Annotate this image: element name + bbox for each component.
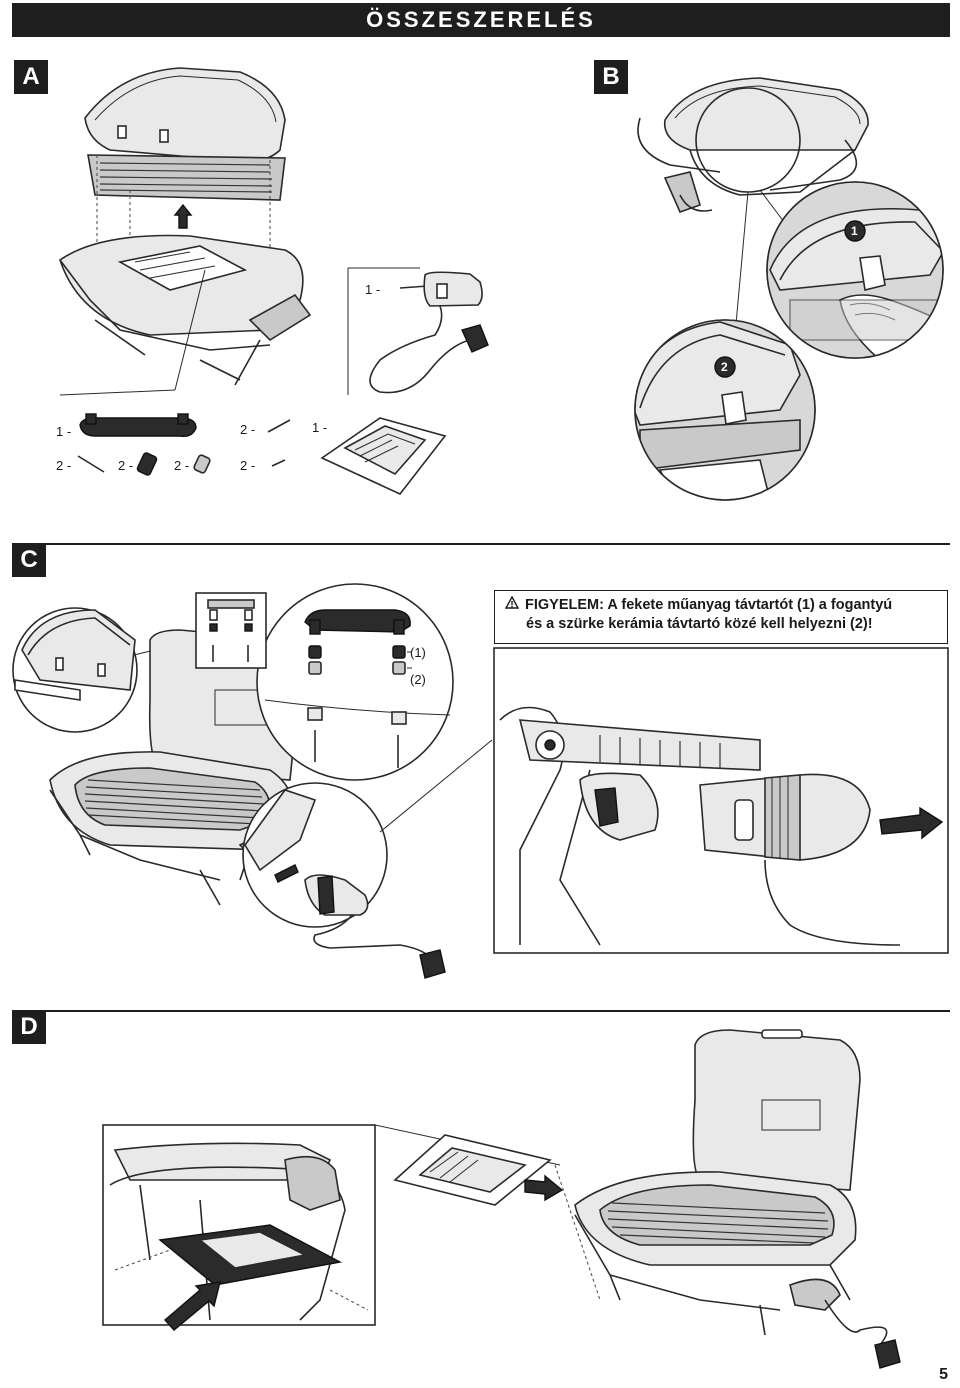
spacer-grey-qty-label: 2 - <box>174 458 190 473</box>
section-a-label: A <box>14 60 48 94</box>
page-title: ÖSSZESZERELÉS <box>12 3 950 37</box>
step-1-number: 1 <box>851 224 858 238</box>
assembled-grill-open-lid <box>554 1029 901 1369</box>
motor-qty-label: 1 - <box>365 282 381 297</box>
warning-text-line-2: és a szürke kerámia távtartó közé kell h… <box>526 616 873 632</box>
detail-step-2-circle <box>634 319 816 501</box>
bolt-qty-label: 2 - <box>56 458 72 473</box>
section-d-rule <box>12 1010 950 1012</box>
step-2-number: 2 <box>721 360 728 374</box>
warning-note: FIGYELEM: A fekete műanyag távtartót (1)… <box>494 590 948 644</box>
screw-qty-label: 2 - <box>240 422 256 437</box>
drip-tray-under-grill-box <box>102 1124 561 1331</box>
lid-handle-detail-circle <box>12 607 196 733</box>
section-c-label: C <box>12 543 46 577</box>
grill-motor-with-cord <box>369 271 489 394</box>
detail-step-1-circle <box>766 181 944 359</box>
warning-text-line-1: FIGYELEM: A fekete műanyag távtartót (1)… <box>525 597 893 613</box>
section-b-label: B <box>594 60 628 94</box>
page-number: 5 <box>939 1366 948 1383</box>
hardware-detail-box <box>195 592 267 669</box>
exploded-grill-diagram <box>59 67 420 396</box>
spacer-black-qty-label: 2 - <box>118 458 134 473</box>
section-c-rule <box>12 543 950 545</box>
handle-exploded-circle <box>256 583 454 781</box>
callout-grey-spacer: (2) <box>410 672 426 687</box>
warning-triangle-icon <box>504 595 521 615</box>
callout-black-spacer: (1) <box>410 645 426 660</box>
washer-qty-label: 2 - <box>240 458 256 473</box>
section-d-label: D <box>12 1010 46 1044</box>
drip-tray-qty-label: 1 - <box>312 420 328 435</box>
drip-tray-package-d <box>393 1134 564 1206</box>
grill-closed-lid-view <box>637 77 869 336</box>
handle-qty-label: 1 - <box>56 424 72 439</box>
motor-insertion-circle <box>242 739 493 979</box>
parts-list <box>77 413 447 495</box>
motor-installation-closeup <box>493 647 949 954</box>
